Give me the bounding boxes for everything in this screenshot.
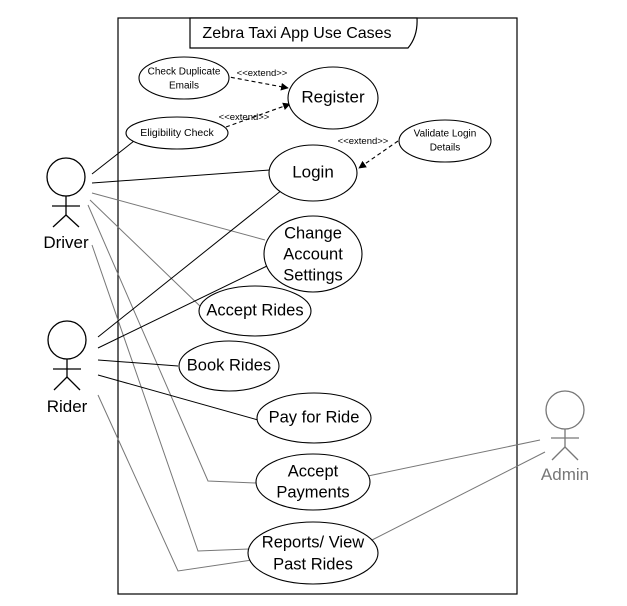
use-case-login[interactable]: Login	[268, 144, 358, 202]
assoc-driver-reports	[91, 244, 250, 552]
use-case-change-account-settings[interactable]: Change Account Settings	[263, 215, 363, 293]
use-case-book-rides[interactable]: Book Rides	[178, 340, 280, 392]
actor-label: Rider	[47, 397, 88, 416]
use-case-label: Payments	[276, 483, 349, 501]
assoc-rider-login	[97, 189, 283, 338]
stick-figure-icon	[47, 320, 87, 391]
use-case-pay-for-ride[interactable]: Pay for Ride	[256, 392, 372, 444]
use-case-label: Login	[292, 162, 334, 181]
extend-validate-login	[358, 140, 399, 169]
extend-label-2: <<extend>>	[219, 112, 270, 123]
use-cases: Check Duplicate Emails Register Eligibil…	[125, 56, 492, 585]
stick-figure-icon	[46, 157, 86, 228]
extend-label-3: <<extend>>	[338, 136, 389, 147]
assoc-rider-change-settings	[97, 265, 268, 349]
extend-check-duplicate-register	[223, 75, 289, 91]
actor-driver[interactable]: Driver	[43, 157, 89, 252]
use-case-label: Account	[283, 245, 343, 263]
use-case-accept-payments[interactable]: Accept Payments	[255, 453, 371, 511]
assoc-driver-eligibility	[91, 140, 135, 175]
use-case-label: Register	[301, 87, 365, 106]
use-case-label: Details	[430, 143, 461, 154]
assoc-admin-accept-payments	[367, 439, 541, 477]
use-case-label: Accept	[288, 462, 339, 480]
association-lines	[87, 140, 546, 572]
extend-eligibility-register	[225, 102, 291, 128]
actor-admin[interactable]: Admin	[541, 390, 589, 484]
stick-figure-icon	[545, 390, 585, 461]
use-case-label: Accept Rides	[206, 301, 303, 319]
extend-relations: <<extend>> <<extend>> <<extend>>	[219, 68, 399, 169]
assoc-driver-accept-rides	[89, 199, 203, 309]
use-case-label: Emails	[169, 81, 199, 92]
use-case-label: Book Rides	[187, 356, 271, 374]
use-case-label: Change	[284, 224, 342, 242]
assoc-rider-book-rides	[97, 359, 179, 367]
title-tab	[189, 17, 418, 49]
use-case-label: Check Duplicate	[148, 67, 221, 78]
use-case-eligibility-check[interactable]: Eligibility Check	[125, 116, 229, 150]
use-case-label: Past Rides	[273, 555, 353, 573]
use-case-register[interactable]: Register	[287, 66, 379, 130]
assoc-driver-change-settings	[91, 192, 266, 241]
use-case-label: Validate Login	[414, 129, 477, 140]
use-case-label: Settings	[283, 266, 343, 284]
use-case-accept-rides[interactable]: Accept Rides	[198, 285, 312, 337]
use-case-reports-view-past-rides[interactable]: Reports/ View Past Rides	[247, 521, 379, 585]
assoc-rider-reports	[97, 394, 253, 572]
assoc-rider-pay	[97, 374, 259, 421]
extend-label-1: <<extend>>	[237, 68, 288, 79]
actor-label: Driver	[43, 233, 89, 252]
assoc-admin-reports	[371, 451, 546, 541]
use-case-label: Pay for Ride	[269, 408, 360, 426]
use-case-validate-login-details[interactable]: Validate Login Details	[398, 119, 492, 163]
assoc-driver-login	[91, 169, 271, 184]
diagram-title: Zebra Taxi App Use Cases	[202, 25, 391, 42]
use-case-label: Eligibility Check	[140, 127, 214, 139]
use-case-check-duplicate-emails[interactable]: Check Duplicate Emails	[138, 56, 230, 100]
use-case-label: Reports/ View	[262, 533, 364, 551]
actor-label: Admin	[541, 465, 589, 484]
actor-rider[interactable]: Rider	[47, 320, 88, 416]
assoc-driver-accept-payments	[87, 204, 257, 484]
